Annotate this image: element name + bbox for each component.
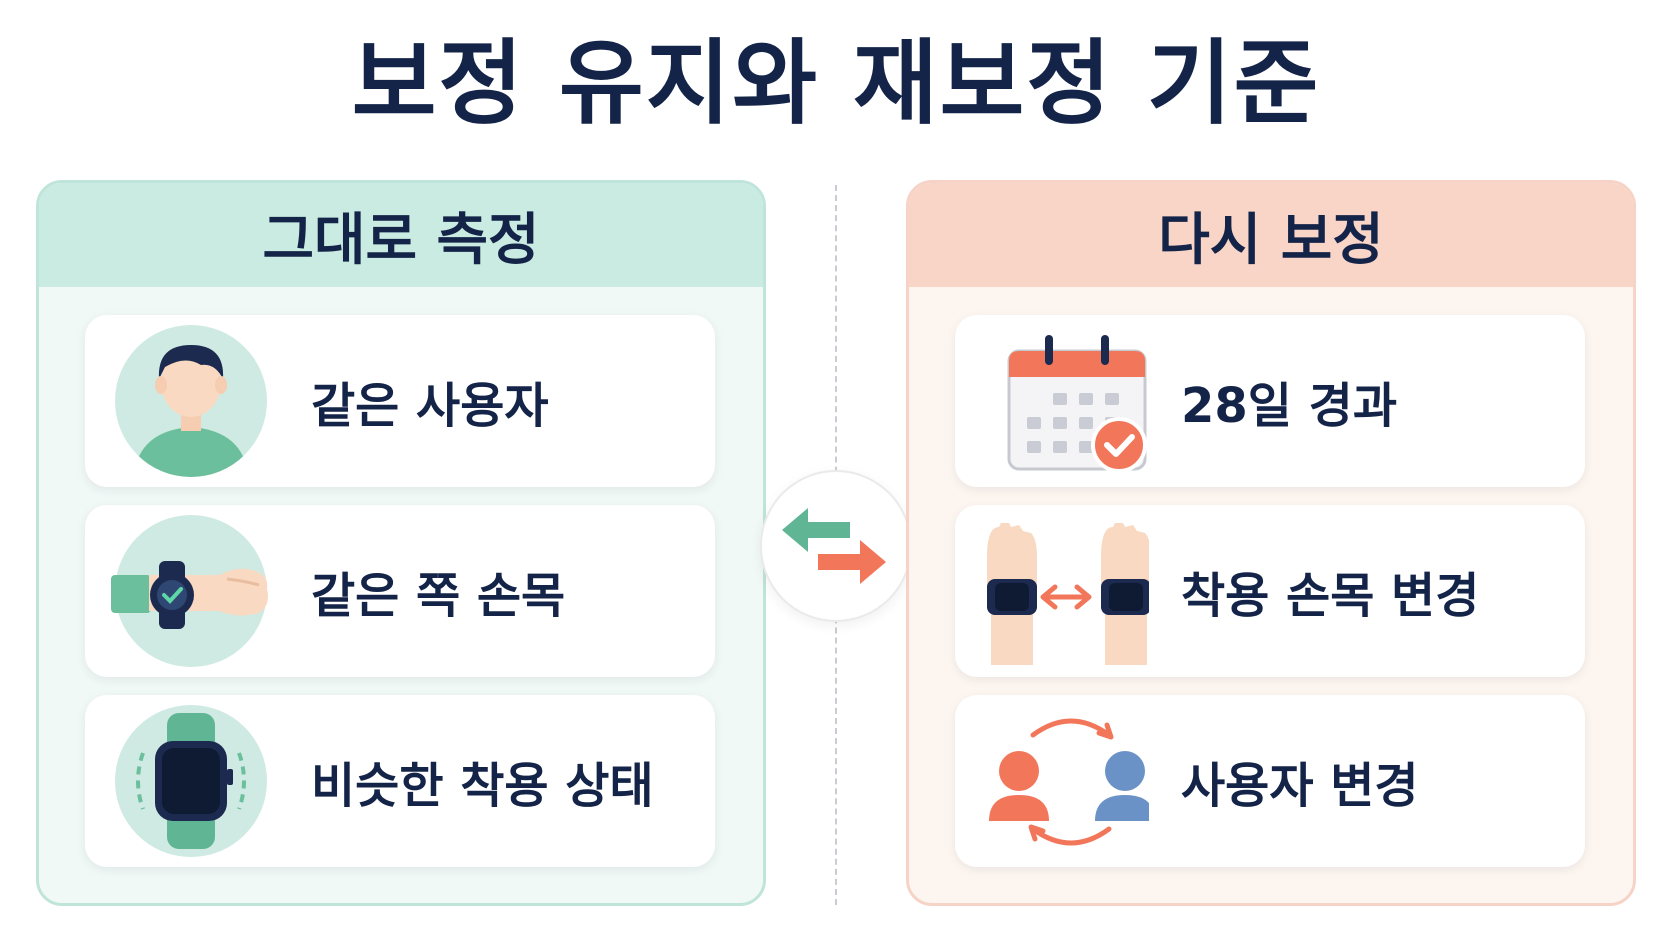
criteria-label: 비슷한 착용 상태 (311, 758, 654, 814)
recalibration-header: 다시 보정 (909, 183, 1633, 287)
criteria-card-same-user: 같은 사용자 (85, 315, 715, 487)
wrist-watch-icon (109, 509, 279, 673)
keep-calibration-header: 그대로 측정 (39, 183, 763, 287)
criteria-card-same-wrist: 같은 쪽 손목 (85, 505, 715, 677)
criteria-label: 착용 손목 변경 (1181, 568, 1480, 624)
criteria-label: 같은 사용자 (311, 378, 549, 434)
smartwatch-icon (109, 699, 279, 863)
wrist-swap-icon (979, 509, 1151, 673)
page-title: 보정 유지와 재보정 기준 (351, 30, 1321, 137)
keep-calibration-panel: 그대로 측정 같은 사용자 (36, 180, 766, 906)
calendar-check-icon (979, 319, 1149, 483)
recalibration-panel: 다시 보정 (906, 180, 1636, 906)
criteria-card-wrist-change: 착용 손목 변경 (955, 505, 1585, 677)
criteria-card-28-days: 28일 경과 (955, 315, 1585, 487)
user-avatar-icon (109, 319, 279, 483)
criteria-label: 28일 경과 (1181, 378, 1397, 434)
criteria-label: 같은 쪽 손목 (311, 568, 566, 624)
criteria-label: 사용자 변경 (1181, 758, 1419, 814)
criteria-card-user-change: 사용자 변경 (955, 695, 1585, 867)
criteria-card-similar-fit: 비슷한 착용 상태 (85, 695, 715, 867)
user-swap-icon (979, 699, 1155, 863)
swap-arrows-icon (760, 470, 912, 622)
